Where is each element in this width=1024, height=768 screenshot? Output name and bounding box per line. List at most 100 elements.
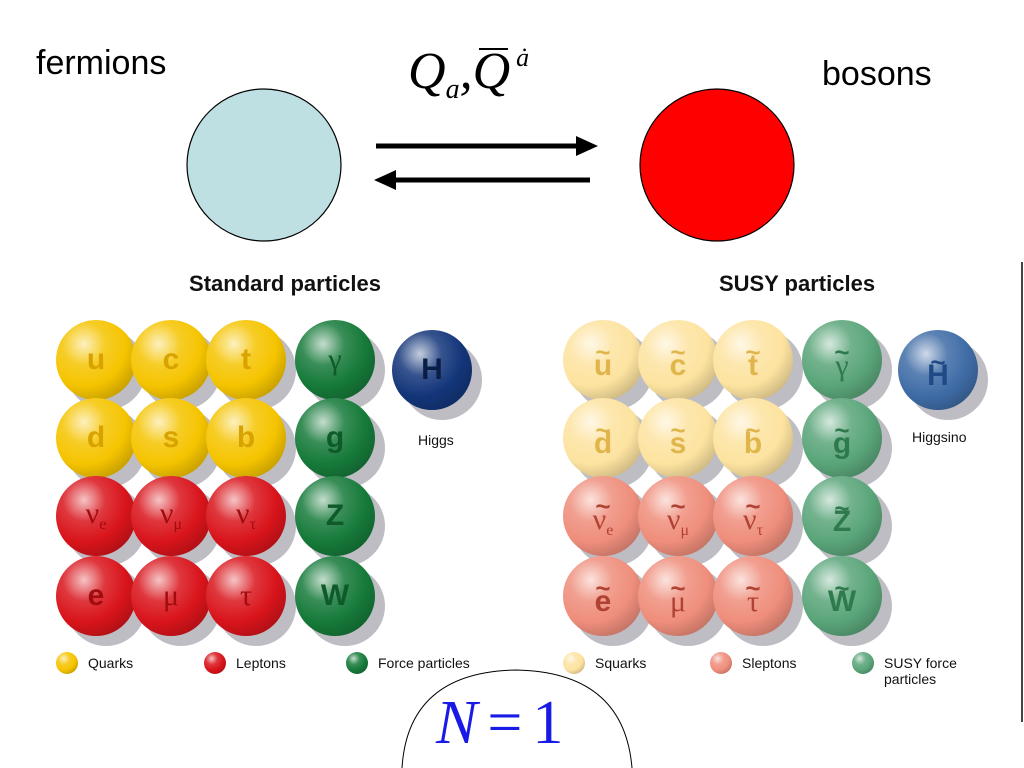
tilde-mark: ~ (834, 573, 850, 603)
particle-symbol-text: νe (85, 497, 107, 533)
particle-symbol-text: μ (162, 579, 180, 612)
susy-particle-W: ~W (802, 556, 892, 646)
tilde-mark: ~ (834, 415, 850, 445)
legend-leptons: Leptons (204, 652, 286, 674)
particle-symbol-text: Z (325, 499, 345, 532)
legend-force-particles: Force particles (346, 652, 470, 674)
ball-shadow (812, 408, 892, 488)
particle-symbol-text: γ (328, 343, 342, 376)
susy-particle-e: ~e (563, 556, 653, 646)
susy-particle-t: ~t (713, 320, 803, 410)
ball-shadow (812, 330, 892, 410)
n-value: 1 (532, 689, 564, 757)
particle-symbol-text: d (86, 421, 106, 454)
particle-symbol: ~t (745, 339, 760, 381)
ball-shadow (305, 330, 385, 410)
particle-symbol: ~H (927, 349, 949, 391)
susy-particle-s: ~s (638, 398, 728, 488)
particle-symbol: ντ (236, 499, 256, 533)
particle-symbol-text: c (669, 349, 687, 382)
tilde-mark: ~ (595, 491, 611, 521)
qbar-index: ȧ (516, 43, 530, 72)
susy-particle-u: ~u (563, 320, 653, 410)
susy-particle-νμ: ~νμ (638, 476, 728, 566)
particle-symbol-text: t (748, 349, 758, 382)
particle-symbol-text: W (827, 585, 857, 618)
ball-shadow (812, 486, 892, 566)
ball-shadow (216, 566, 296, 646)
standard-particle-τ: τ (206, 556, 296, 646)
ball-shadow (723, 330, 803, 410)
right-arrow (376, 136, 598, 156)
right-edge-rule (1021, 262, 1023, 722)
fermions-label: fermions (36, 44, 167, 82)
ball-shadow (305, 408, 385, 488)
particle-symbol-text: Z (832, 505, 852, 538)
standard-particles-title: Standard particles (189, 271, 381, 296)
particle-symbol-text: b (236, 421, 256, 454)
sleptons-swatch (710, 652, 732, 674)
particle-symbol-text: H (421, 353, 443, 386)
particle-symbol: ~ντ (743, 493, 763, 539)
particle-symbol-text: νμ (666, 503, 690, 539)
particle-symbol-text: d (593, 427, 613, 460)
n-symbol: N (436, 689, 478, 757)
legend-quarks: Quarks (56, 652, 133, 674)
standard-particle-Z: Z (295, 476, 385, 566)
particle-symbol: μ (163, 581, 179, 611)
quarks-swatch (56, 652, 78, 674)
leptons-swatch (204, 652, 226, 674)
particle-symbol-text: e (87, 579, 105, 612)
ball-shadow (305, 486, 385, 566)
particle-symbol-text: τ (239, 579, 253, 612)
particle-symbol: τ (240, 581, 252, 611)
particle-symbol: νμ (160, 499, 182, 533)
quarks-legend-label: Quarks (88, 655, 134, 671)
particle-symbol: ~b (744, 417, 762, 459)
particle-symbol: ~s (670, 417, 687, 459)
legend-sleptons: Sleptons (710, 652, 796, 674)
standard-particle-b: b (206, 398, 296, 488)
tilde-mark: ~ (670, 573, 686, 603)
particle-symbol-text: W (320, 579, 350, 612)
ball-shadow (216, 486, 296, 566)
susy-particle-τ: ~τ (713, 556, 803, 646)
particle-symbol: ~νe (593, 493, 614, 539)
particle-symbol-text: g (325, 421, 345, 454)
standard-particle-γ: γ (295, 320, 385, 410)
particle-symbol-text: νe (592, 503, 614, 539)
particle-symbol: d (87, 423, 105, 453)
particle-symbol-text: u (593, 349, 613, 382)
particle-symbol-text: g (832, 427, 852, 460)
tilde-mark: ~ (930, 347, 946, 377)
particle-symbol: ~g (833, 417, 851, 459)
particle-symbol: g (326, 423, 344, 453)
tilde-mark: ~ (745, 415, 761, 445)
particle-symbol-text: e (594, 585, 612, 618)
susy-particle-g: ~g (802, 398, 892, 488)
particle-symbol: c (163, 345, 180, 375)
particle-symbol: ~γ (834, 339, 849, 381)
particle-symbol-text: u (86, 343, 106, 376)
standard-particle-W: W (295, 556, 385, 646)
particle-symbol: W (321, 581, 349, 611)
particle-symbol: H (421, 355, 443, 385)
standard-particle-d: d (56, 398, 146, 488)
standard-particle-g: g (295, 398, 385, 488)
particle-symbol: ~e (595, 575, 612, 617)
particle-symbol: b (237, 423, 255, 453)
boson-circle (639, 88, 795, 242)
susy-particle-ντ: ~ντ (713, 476, 803, 566)
ball-shadow (216, 330, 296, 410)
qbar-symbol: Q (472, 43, 511, 100)
ball-shadow (723, 408, 803, 488)
legend-susy-force-particles: SUSY force particles (852, 652, 957, 687)
particle-symbol: u (87, 345, 105, 375)
q-symbol: Q (408, 43, 446, 100)
tilde-mark: ~ (670, 491, 686, 521)
particle-symbol-text: μ (669, 585, 687, 618)
ball-shadow (723, 566, 803, 646)
tilde-mark: ~ (745, 573, 761, 603)
sleptons-legend-label: Sleptons (742, 655, 797, 671)
tilde-mark: ~ (834, 493, 850, 523)
